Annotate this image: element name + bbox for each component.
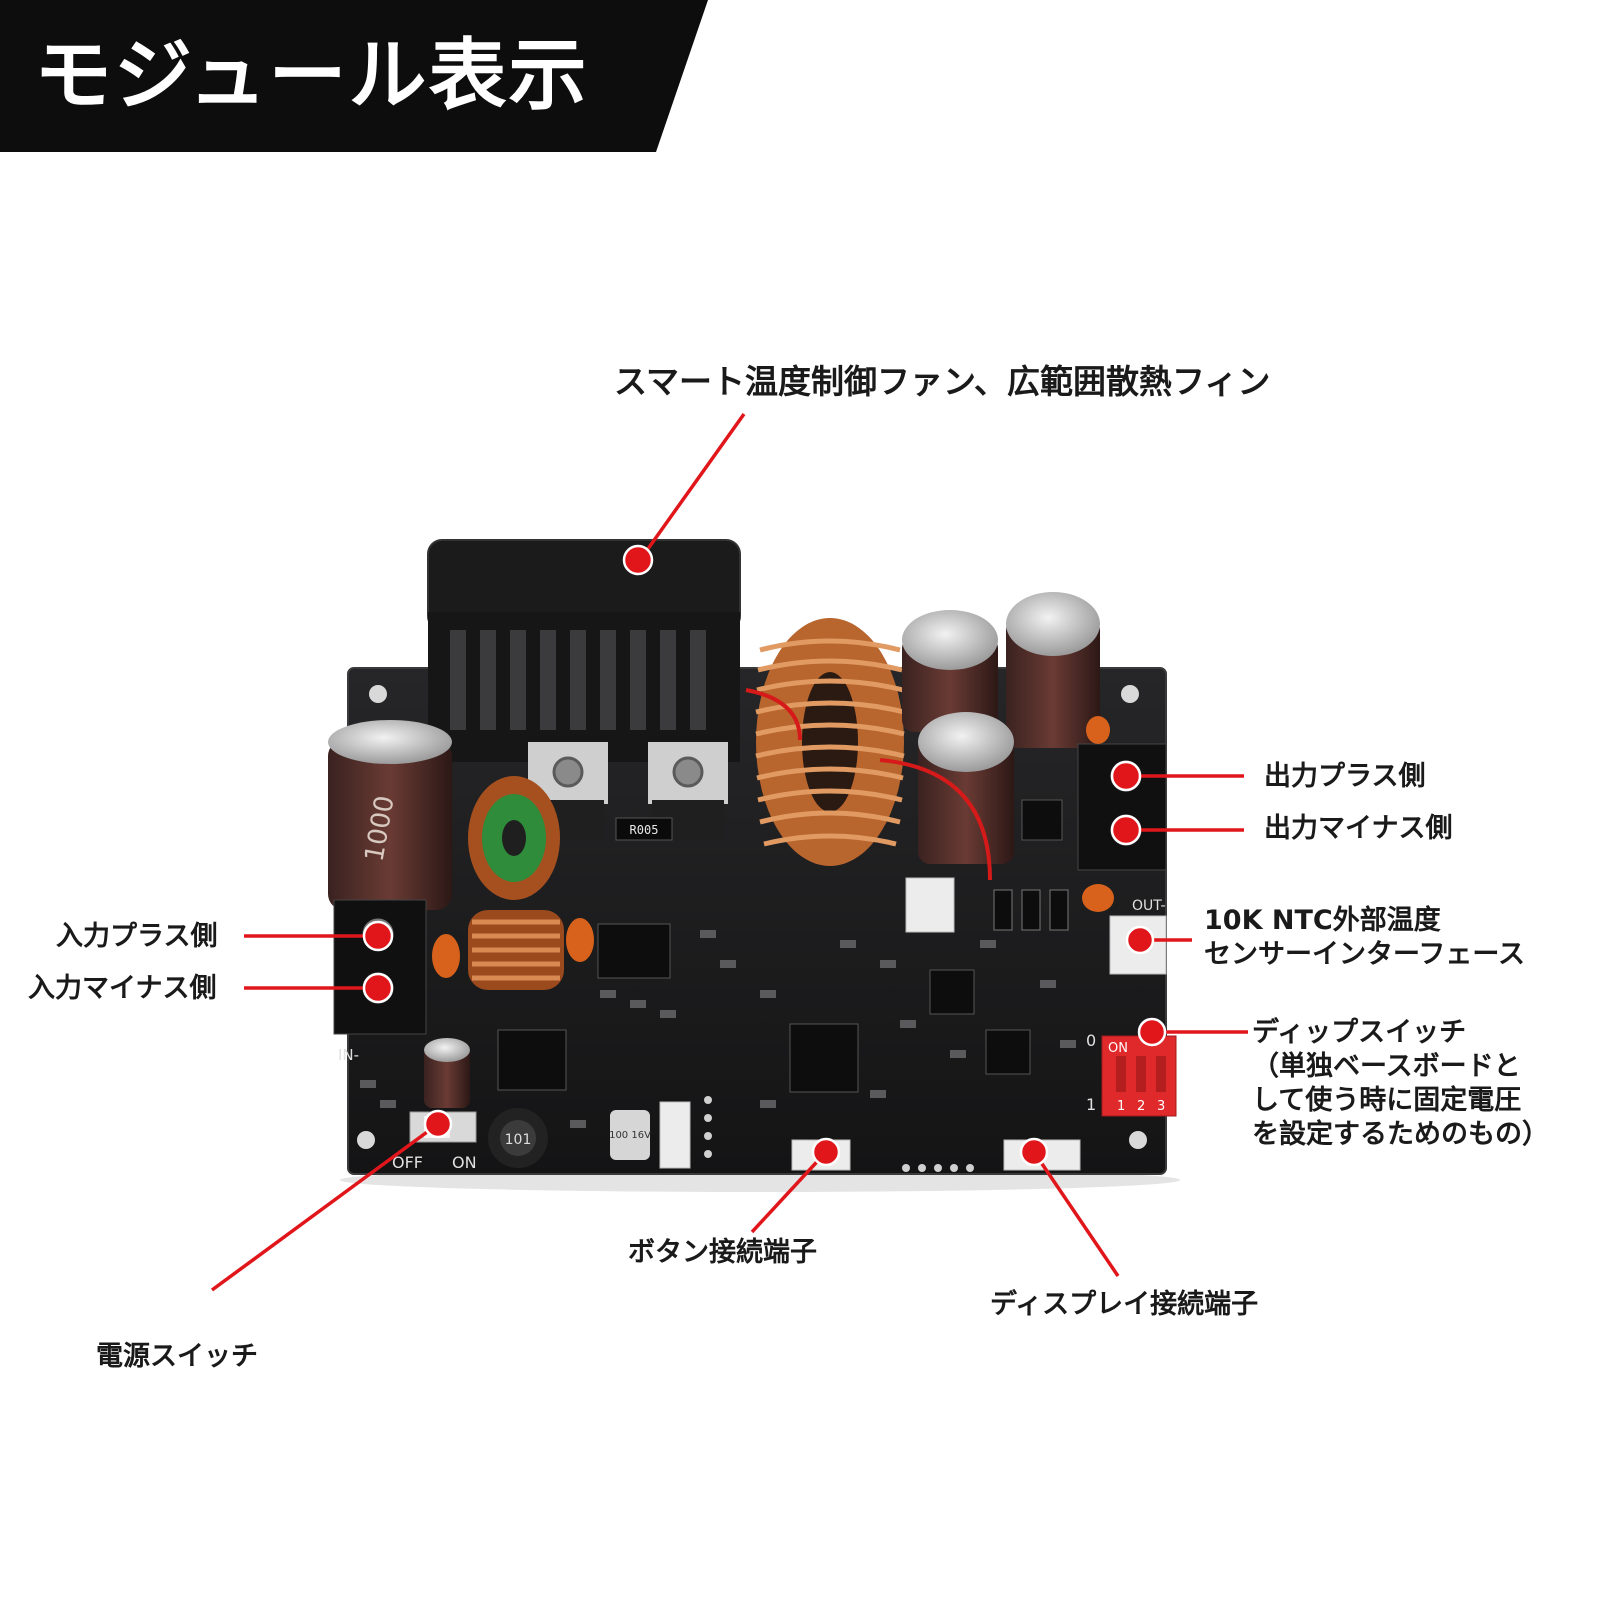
dot-in-plus — [362, 920, 394, 952]
main-toroid-inductor — [755, 618, 905, 866]
dot-button-port — [811, 1137, 841, 1167]
ic-chip — [929, 969, 975, 1015]
mounting-hole — [1121, 685, 1139, 703]
leader-lines — [210, 412, 1248, 1292]
dot-out-minus — [1110, 814, 1142, 846]
dip-switch-body — [1101, 1035, 1177, 1117]
dot-in-minus — [362, 972, 394, 1004]
orange-cap — [566, 918, 594, 962]
dot-out-plus — [1110, 760, 1142, 792]
mounting-hole — [1129, 1131, 1147, 1149]
switch-off-marking: OFF — [392, 1153, 423, 1172]
leader-dots — [362, 544, 1167, 1167]
orange-cap — [432, 934, 460, 978]
smd-resistor — [993, 889, 1013, 931]
header-banner — [0, 0, 708, 152]
switch-on-marking: ON — [452, 1153, 477, 1172]
callout-fan: スマート温度制御ファン、広範囲散熱フィン — [614, 362, 1271, 401]
smd-components — [360, 930, 1076, 1128]
small-capacitor — [424, 1038, 470, 1108]
dot-ntc — [1125, 925, 1155, 955]
smd-resistor — [1049, 889, 1069, 931]
side-connector — [659, 1101, 691, 1169]
driver-chip — [597, 923, 671, 979]
output-capacitor-3 — [918, 712, 1014, 864]
callout-dip: ディップスイッチ （単独ベースボードと して使う時に固定電圧 を設定するためのも… — [1252, 1016, 1549, 1152]
page-title: モジュール表示 — [34, 31, 589, 121]
regulator-chip — [497, 1029, 567, 1091]
mounting-hole — [369, 685, 387, 703]
diode — [1021, 799, 1063, 841]
out-marking: OUT- — [1132, 898, 1166, 914]
small-electrolytic-marking: 100 16V — [609, 1130, 651, 1141]
dot-dip — [1137, 1017, 1167, 1047]
small-electrolytic: 100 16V — [609, 1110, 651, 1160]
callout-ntc: 10K NTC外部温度 センサーインターフェース — [1204, 904, 1525, 972]
smd-resistor — [1021, 889, 1041, 931]
dip-one-marking: 1 — [1086, 1095, 1096, 1114]
callout-out-minus: 出力マイナス側 — [1264, 813, 1453, 844]
orange-cap — [1082, 884, 1114, 912]
dip-number-3: 3 — [1157, 1099, 1165, 1114]
callout-out-plus: 出力プラス側 — [1264, 761, 1426, 792]
output-capacitor-2 — [1006, 592, 1100, 748]
ntc-wire — [879, 758, 992, 881]
callout-display-port: ディスプレイ接続端子 — [990, 1289, 1259, 1320]
dot-display-port — [1019, 1137, 1049, 1167]
fan-connector — [905, 877, 955, 933]
mounting-hole — [357, 1131, 375, 1149]
callout-button-port: ボタン接続端子 — [628, 1237, 817, 1268]
callout-in-minus: 入力マイナス側 — [28, 973, 217, 1004]
fan-heatsink — [427, 539, 741, 762]
dot-fan — [622, 544, 654, 576]
header-pins — [704, 1096, 974, 1172]
in-marking: IN- — [338, 1046, 359, 1064]
dot-power-switch — [423, 1109, 453, 1139]
callout-dip-line-1: ディップスイッチ — [1252, 1017, 1467, 1048]
input-coil — [468, 910, 564, 990]
ic-chip — [985, 1029, 1031, 1075]
dip-number-2: 2 — [1137, 1099, 1145, 1114]
power-inductor-marking: 101 — [505, 1132, 532, 1148]
dip-on-marking: ON — [1108, 1041, 1128, 1056]
shunt-marking: R005 — [630, 823, 659, 837]
output-capacitor-1 — [902, 610, 998, 732]
input-terminal-block — [333, 899, 427, 1035]
dip-zero-marking: 0 — [1086, 1031, 1096, 1050]
fan-wire — [745, 688, 802, 741]
orange-cap — [1086, 716, 1110, 744]
callout-in-plus: 入力プラス側 — [56, 921, 218, 952]
callout-dip-line-2: （単独ベースボードと — [1252, 1051, 1521, 1082]
callout-dip-line-3: して使う時に固定電圧 — [1252, 1085, 1522, 1116]
shunt-resistor — [615, 817, 673, 841]
input-capacitor: 1000 — [328, 720, 452, 910]
microcontroller-chip — [789, 1023, 859, 1093]
power-inductor: 101 — [488, 1108, 548, 1168]
callout-ntc-line-1: 10K NTC外部温度 — [1204, 905, 1441, 936]
callout-ntc-line-2: センサーインターフェース — [1204, 939, 1526, 970]
dip-number-1: 1 — [1117, 1099, 1125, 1114]
callout-dip-line-4: を設定するためのもの） — [1252, 1119, 1549, 1150]
callout-power-switch: 電源スイッチ — [96, 1341, 258, 1372]
input-filter-inductor — [468, 776, 560, 900]
